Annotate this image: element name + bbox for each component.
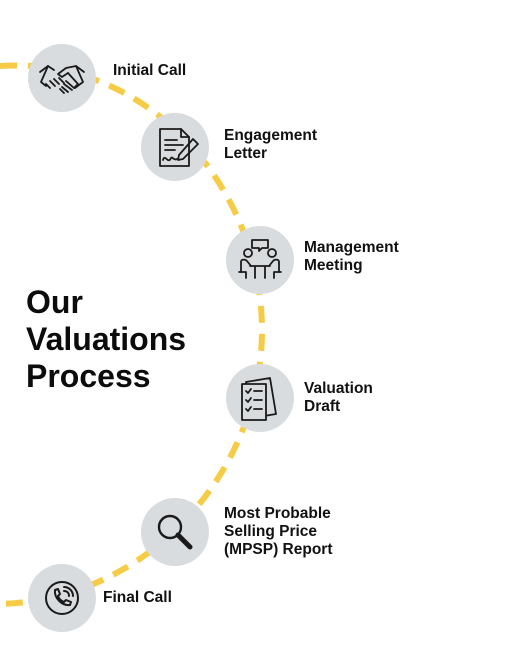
step-initial-call-label: Initial Call: [113, 62, 187, 79]
magnifier-icon: [157, 514, 193, 550]
step-mpsp-report-circle: [141, 498, 209, 566]
step-management-meeting-circle: [226, 226, 294, 294]
signed-document-icon: [159, 128, 199, 167]
step-management-meeting-label: Management Meeting: [304, 239, 399, 274]
step-initial-call-circle: [28, 44, 96, 112]
handshake-icon: [39, 65, 85, 94]
checklist-icon: [241, 377, 277, 421]
phone-icon: [45, 581, 79, 615]
step-final-call-circle: [28, 564, 96, 632]
step-engagement-letter-label: Engagement Letter: [224, 127, 318, 162]
meeting-icon: [238, 239, 282, 279]
step-valuation-draft-label: Valuation Draft: [304, 380, 373, 415]
step-engagement-letter-circle: [141, 113, 209, 181]
step-final-call-label: Final Call: [103, 589, 172, 606]
diagram-title: Our Valuations Process: [26, 284, 187, 394]
step-mpsp-report-label: Most Probable Selling Price (MPSP) Repor…: [224, 505, 333, 558]
step-valuation-draft-circle: [226, 364, 294, 432]
